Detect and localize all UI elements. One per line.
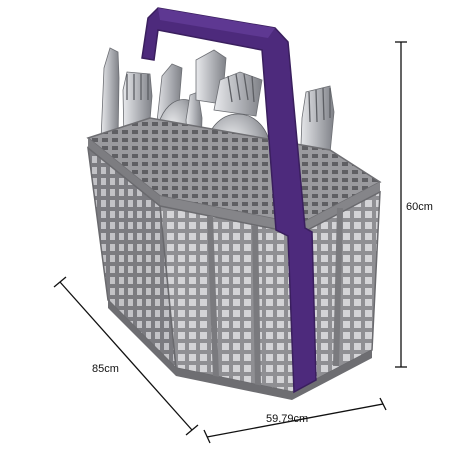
height-dimension-label: 60cm <box>406 201 433 213</box>
dimension-lines <box>53 41 407 444</box>
depth-dimension-label: 85cm <box>92 363 119 375</box>
basket <box>86 117 382 400</box>
width-dimension-label: 59.79cm <box>266 413 309 425</box>
basket-handle <box>141 7 317 394</box>
